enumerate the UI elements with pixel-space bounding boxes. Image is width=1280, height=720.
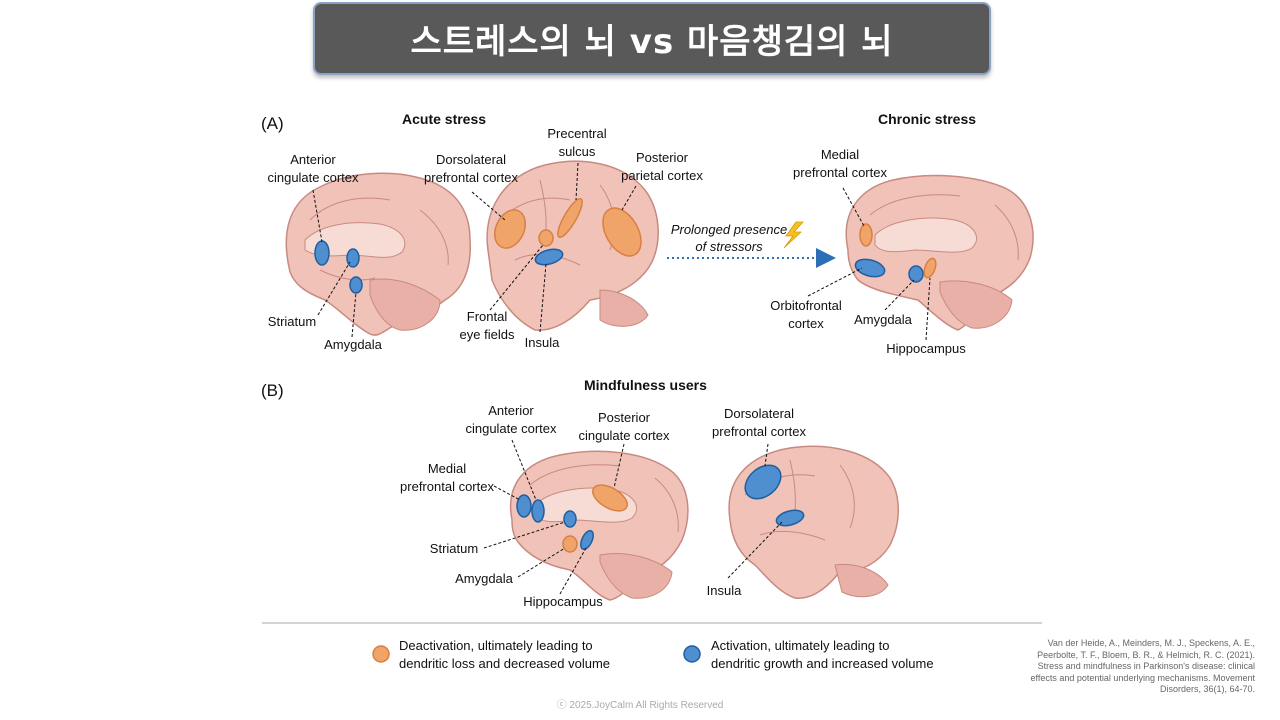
label-anterior-cingulate-mindful: Anterior cingulate cortex <box>460 402 562 438</box>
label-posterior-parietal: Posterior parietal cortex <box>614 149 710 185</box>
brain-lateral-mindfulness <box>729 446 898 598</box>
label-dorsolateral-acute: Dorsolateral prefrontal cortex <box>418 151 524 187</box>
panel-a-letter: (A) <box>261 114 284 134</box>
label-frontal-eye-fields: Frontal eye fields <box>456 308 518 344</box>
label-medial-prefrontal-chronic: Medial prefrontal cortex <box>786 146 894 182</box>
label-striatum-acute: Striatum <box>262 313 322 331</box>
label-striatum-mindful: Striatum <box>424 540 484 558</box>
label-precentral: Precentral sulcus <box>540 125 614 161</box>
label-insula-acute: Insula <box>520 334 564 352</box>
label-dorsolateral-mindful: Dorsolateral prefrontal cortex <box>706 405 812 441</box>
acute-frontal-eye-region <box>539 230 553 246</box>
acute-stress-title: Acute stress <box>402 111 486 127</box>
citation-line-1: Van der Heide, A., Meinders, M. J., Spec… <box>1000 638 1255 650</box>
label-medial-prefrontal-mindful: Medial prefrontal cortex <box>394 460 500 496</box>
citation: Van der Heide, A., Meinders, M. J., Spec… <box>1000 638 1255 696</box>
label-hippocampus-chronic: Hippocampus <box>884 340 968 358</box>
mindful-medial-prefrontal-region <box>517 495 531 517</box>
legend-orange-circle <box>373 646 389 662</box>
copyright-footer: ⓒ 2025.JoyCalm All Rights Reserved <box>0 696 1280 711</box>
acute-striatum-region <box>347 249 359 267</box>
label-hippocampus-mindful: Hippocampus <box>518 593 608 611</box>
label-anterior-cingulate-acute: Anterior cingulate cortex <box>262 151 364 187</box>
citation-line-4: effects and potential underlying mechani… <box>1000 673 1255 685</box>
label-amygdala-acute: Amygdala <box>322 336 384 354</box>
legend-activation-text: Activation, ultimately leading to dendri… <box>711 637 934 673</box>
label-posterior-cingulate: Posterior cingulate cortex <box>574 409 674 445</box>
label-amygdala-chronic: Amygdala <box>852 311 914 329</box>
brain-medial-mindfulness <box>511 451 688 600</box>
chronic-amygdala-region <box>909 266 923 282</box>
brain-medial-chronic <box>846 176 1033 330</box>
panel-b-letter: (B) <box>261 381 284 401</box>
citation-line-2: Peerbolte, T. F., Bloem, B. R., & Helmic… <box>1000 650 1255 662</box>
label-amygdala-mindful: Amygdala <box>452 570 516 588</box>
legend-deactivation-text: Deactivation, ultimately leading to dend… <box>399 637 610 673</box>
mindful-amygdala-region <box>563 536 577 552</box>
mindful-striatum-region <box>564 511 576 527</box>
mindful-anterior-cingulate-region <box>532 500 544 522</box>
acute-amygdala-region <box>350 277 362 293</box>
citation-line-3: Stress and mindfulness in Parkinson's di… <box>1000 661 1255 673</box>
mindfulness-title: Mindfulness users <box>584 377 707 393</box>
chronic-medial-prefrontal-region <box>860 224 872 246</box>
chronic-stress-title: Chronic stress <box>878 111 976 127</box>
label-insula-mindful: Insula <box>702 582 746 600</box>
acute-anterior-cingulate-region <box>315 241 329 265</box>
prolonged-stress-text: Prolonged presence of stressors <box>667 221 791 255</box>
legend-blue-circle <box>684 646 700 662</box>
citation-line-5: Disorders, 36(1), 64-70. <box>1000 684 1255 696</box>
label-orbitofrontal: Orbitofrontal cortex <box>762 297 850 333</box>
